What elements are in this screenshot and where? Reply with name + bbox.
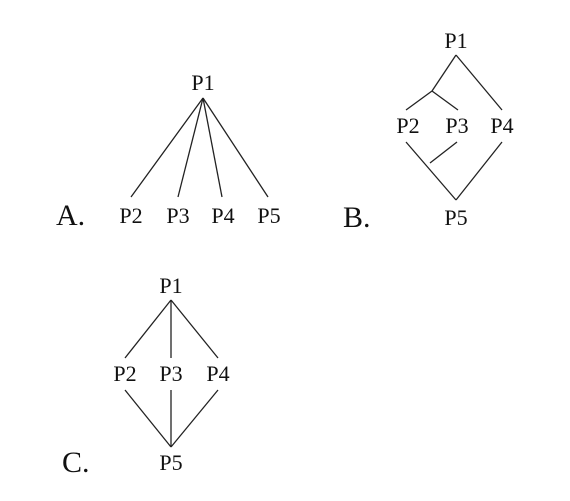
diagram-c-node-p4: P4 (206, 361, 230, 386)
diagram-a-node-p2: P2 (119, 203, 143, 228)
edge-b-p4-p5 (455, 141, 503, 201)
edge-c-p2-p5 (124, 389, 172, 448)
edge-b-p3-merge (429, 141, 458, 164)
diagram-a-node-p5: P5 (257, 203, 281, 228)
diagram-a-node-p4: P4 (211, 203, 235, 228)
option-b-label: B. (343, 201, 371, 234)
edge-b-branch-p3 (431, 90, 459, 111)
edge-b-branch-p2 (405, 90, 433, 111)
option-a-label: A. (56, 199, 86, 232)
diagram-c-node-p3: P3 (159, 361, 183, 386)
edge-b-p2-p5 (405, 141, 457, 201)
diagram-b-node-p1: P1 (444, 28, 468, 53)
diagram-b-node-p2: P2 (396, 113, 420, 138)
diagram-c-node-p2: P2 (113, 361, 137, 386)
diagram-b-edges (405, 54, 503, 201)
edge-a-p1-p5 (202, 97, 269, 198)
edge-a-p1-p4 (202, 97, 223, 198)
diagram-a-edges (130, 97, 269, 198)
edge-a-p1-p2 (130, 97, 204, 198)
diagram-b-node-p5: P5 (444, 205, 468, 230)
edge-b-p1-p4 (455, 54, 503, 111)
diagram-c-node-p1: P1 (159, 273, 183, 298)
edge-b-p1-branch (431, 54, 457, 92)
diagram-c-node-p5: P5 (159, 450, 183, 475)
edge-a-p1-p3 (177, 97, 204, 198)
edge-c-p4-p5 (170, 389, 219, 448)
diagram-b-node-p4: P4 (490, 113, 514, 138)
diagram-a-node-p1: P1 (191, 70, 215, 95)
diagram-a-node-p3: P3 (166, 203, 190, 228)
option-c-label: C. (62, 446, 90, 479)
edge-c-p1-p2 (124, 299, 172, 359)
edge-c-p1-p4 (170, 299, 219, 359)
diagram-c-edges (124, 299, 219, 448)
diagram-b-node-p3: P3 (445, 113, 469, 138)
